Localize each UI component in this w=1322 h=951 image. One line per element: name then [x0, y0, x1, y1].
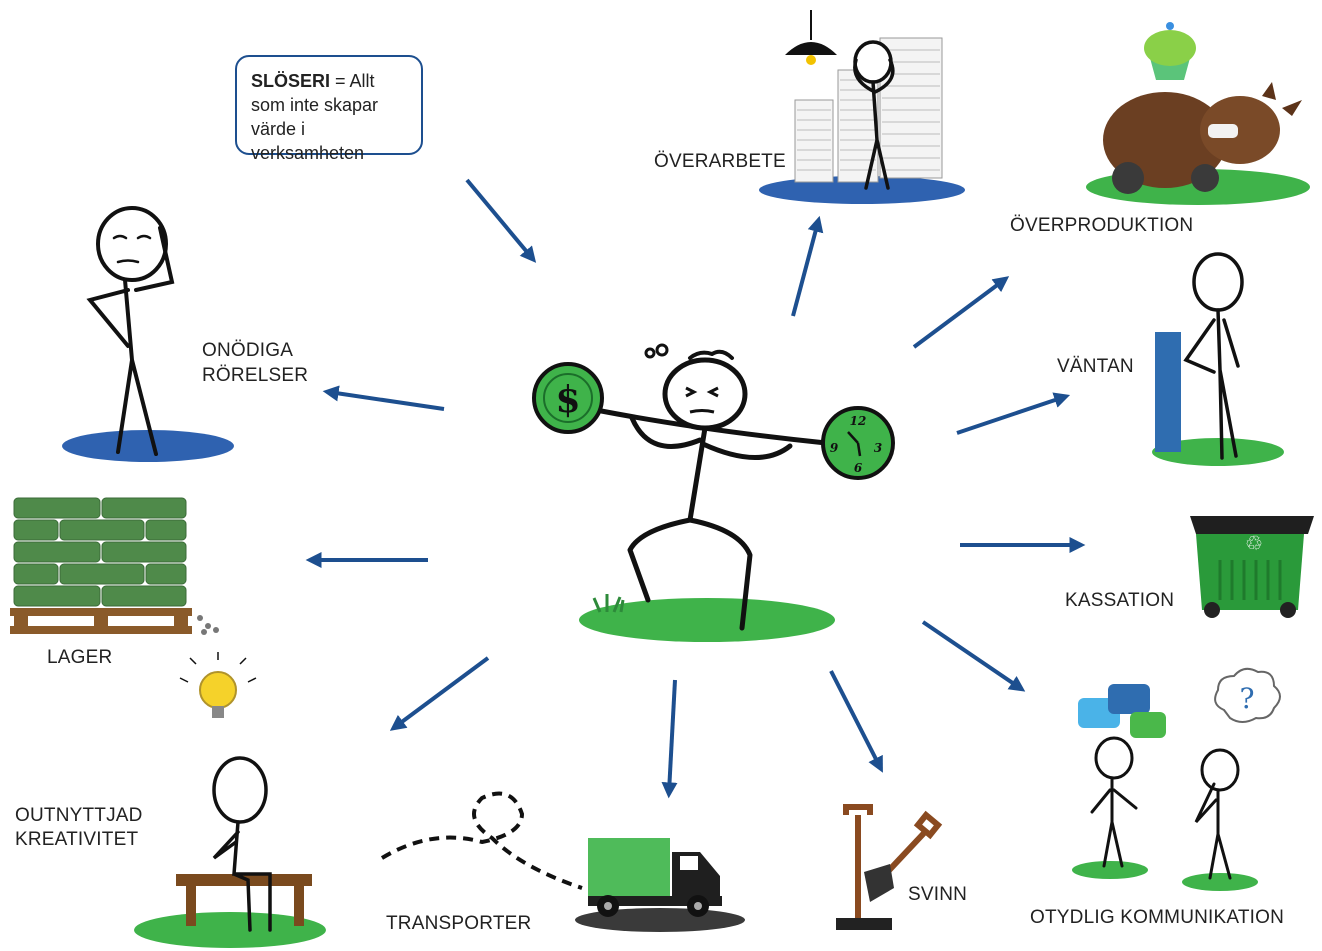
label-rorelser-1: ONÖDIGA	[202, 340, 294, 361]
label-svinn: SVINN	[908, 884, 968, 905]
arrow-rorelser	[322, 385, 445, 411]
callout-definition: = Allt som inte skapar värde i verksamhe…	[251, 71, 379, 163]
clock-3: 3	[874, 441, 882, 455]
grass-tuft	[592, 594, 625, 613]
clock-icon: 12 3 6 9	[821, 406, 895, 480]
clock-12: 12	[850, 414, 867, 428]
label-kreativitet-2: KREATIVITET	[15, 829, 139, 850]
lager-illustration	[10, 497, 219, 635]
label-rorelser-2: RÖRELSER	[202, 365, 309, 386]
arrow-overarbete	[791, 215, 824, 317]
lightbulb-icon	[179, 652, 257, 718]
transporter-illustration	[380, 791, 745, 932]
label-kreativitet-1: OUTNYTTJAD	[15, 805, 143, 826]
label-otydlig: OTYDLIG KOMMUNIKATION	[1030, 907, 1285, 928]
kreativitet-illustration	[134, 652, 326, 948]
recycle-icon: ♲	[1245, 531, 1263, 555]
otydlig-illustration: ?	[1072, 667, 1281, 891]
callout-term: SLÖSERI	[251, 71, 331, 91]
vantan-illustration	[1152, 252, 1284, 466]
label-kassation: KASSATION	[1065, 590, 1175, 611]
question-mark: ?	[1239, 682, 1254, 715]
label-lager: LAGER	[47, 647, 113, 668]
overproduktion-illustration	[1086, 22, 1310, 205]
arrow-otydlig	[921, 620, 1026, 692]
definition-callout: SLÖSERI = Allt som inte skapar värde i v…	[235, 55, 423, 163]
arrow-overproduktion	[912, 276, 1010, 349]
thought-cloud-icon	[1214, 667, 1281, 723]
svinn-illustration	[836, 804, 943, 930]
coin-symbol: $	[555, 379, 580, 421]
center-figure: $ 12 3 6 9	[532, 343, 895, 642]
kassation-illustration: ♲	[1190, 516, 1314, 618]
label-vantan: VÄNTAN	[1057, 356, 1134, 377]
arrows	[305, 178, 1086, 799]
clock-6: 6	[854, 461, 863, 475]
arrow-transporter	[661, 679, 678, 799]
dollar-coin-icon: $	[532, 362, 604, 434]
arrow-svinn	[829, 670, 883, 773]
rorelser-illustration	[62, 206, 234, 462]
center-ground	[579, 598, 835, 642]
truck-cargo	[588, 838, 670, 898]
label-transporter: TRANSPORTER	[386, 913, 532, 934]
clock-9: 9	[830, 441, 839, 455]
cupcake-icon	[1144, 22, 1196, 80]
label-overarbete: ÖVERARBETE	[654, 151, 786, 172]
center-head	[662, 357, 748, 431]
arrow-vantan	[956, 392, 1071, 435]
arrow-callout	[465, 178, 537, 263]
label-overproduktion: ÖVERPRODUKTION	[1010, 215, 1194, 236]
arrow-kreativitet	[389, 656, 490, 731]
overarbete-illustration	[759, 10, 965, 204]
